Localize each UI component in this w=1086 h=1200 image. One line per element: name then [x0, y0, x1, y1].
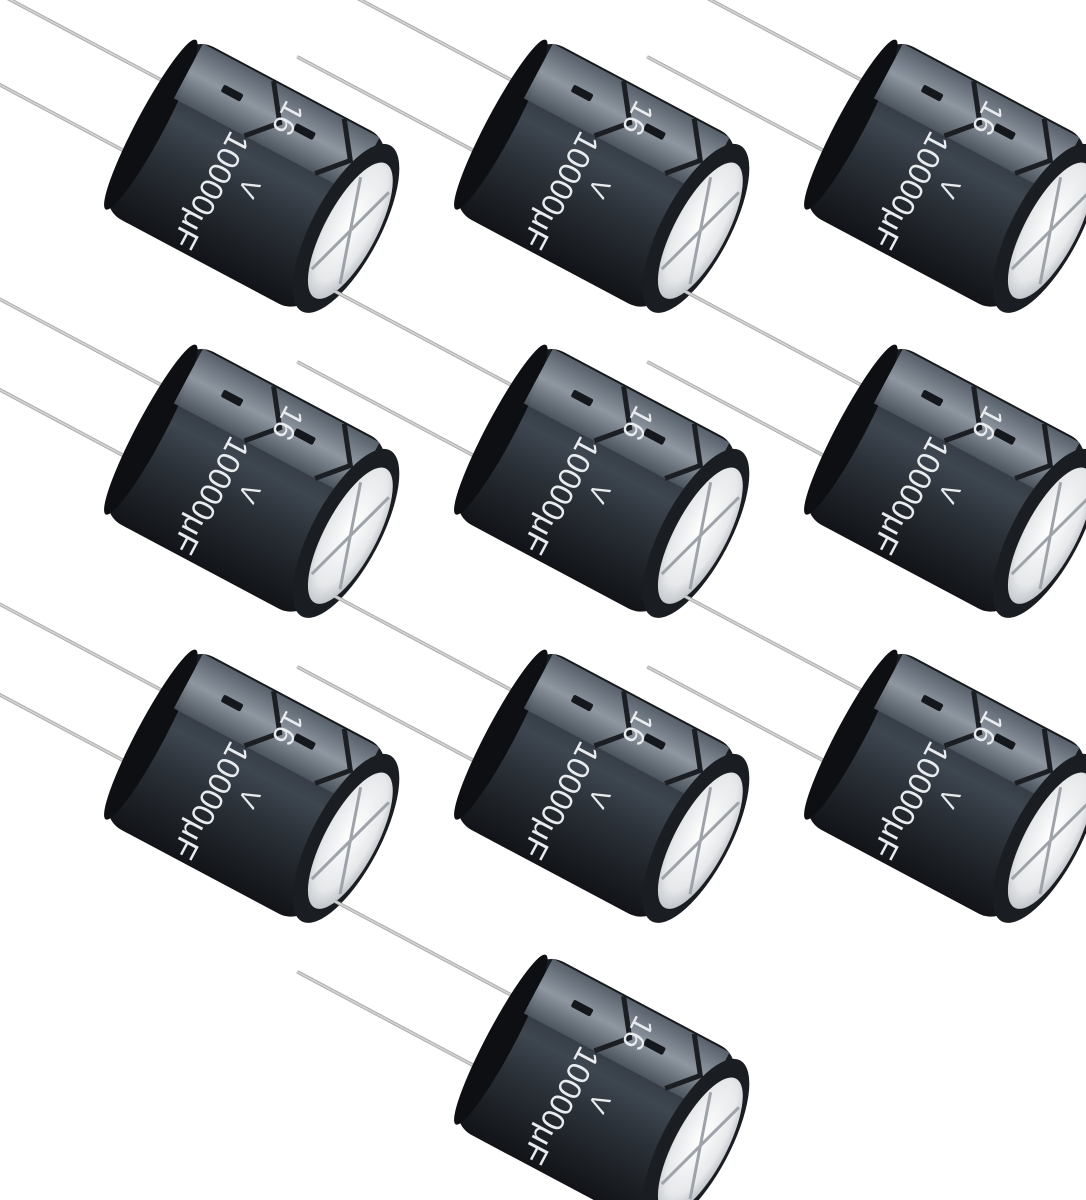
polarity-arrow-icon — [943, 690, 983, 749]
polarity-minus-icon — [993, 123, 1016, 140]
polarity-minus-icon — [571, 85, 594, 102]
bottom-seal — [454, 954, 548, 1125]
polarity-arrow-icon — [664, 728, 704, 786]
polarity-minus-icon — [571, 390, 594, 407]
polarity-minus-icon — [221, 695, 244, 712]
lead-wire — [334, 289, 529, 396]
lead-wire — [684, 0, 879, 91]
lead-wire — [296, 55, 492, 161]
polarity-arrow-icon — [593, 995, 633, 1054]
bottom-seal — [104, 39, 198, 210]
polarity-arrow-icon — [243, 385, 283, 444]
capacitor-1: 16 V 10000μF — [0, 0, 400, 313]
lead-wire — [334, 594, 529, 701]
polarity-arrow-icon — [943, 80, 983, 139]
lead-wire — [296, 360, 492, 466]
bottom-seal — [804, 39, 898, 210]
capacitor-10: 16 V 10000μF — [296, 899, 750, 1200]
polarity-arrow-icon — [593, 690, 633, 749]
vent-cross-icon — [310, 786, 390, 895]
capacitor-4: 16 V 10000μF — [0, 289, 400, 618]
lead-wire — [0, 0, 179, 91]
lead-wire — [646, 665, 842, 771]
polarity-arrow-icon — [593, 385, 633, 444]
polarity-arrow-icon — [243, 80, 283, 139]
polarity-minus-icon — [921, 390, 944, 407]
polarity-minus-icon — [643, 428, 666, 445]
polarity-minus-icon — [921, 695, 944, 712]
vent-cross-icon — [1010, 176, 1086, 285]
lead-wire — [334, 899, 529, 1006]
capacitor-5: 16 V 10000μF — [296, 289, 750, 618]
lead-wire — [0, 360, 142, 466]
polarity-arrow-icon — [1014, 423, 1054, 481]
lead-wire — [684, 289, 879, 396]
vent-cross-icon — [660, 786, 740, 895]
bottom-seal — [454, 344, 548, 515]
vent-cross-icon — [310, 176, 390, 285]
polarity-minus-icon — [643, 123, 666, 140]
capacitor-8: 16 V 10000μF — [296, 594, 750, 923]
vent-cross-icon — [1010, 786, 1086, 895]
bottom-seal — [454, 649, 548, 820]
lead-wire — [0, 289, 179, 396]
vent-cross-icon — [660, 176, 740, 285]
vent-cross-icon — [310, 481, 390, 590]
polarity-minus-icon — [221, 85, 244, 102]
polarity-minus-icon — [993, 733, 1016, 750]
bottom-seal — [804, 649, 898, 820]
polarity-minus-icon — [293, 733, 316, 750]
lead-wire — [296, 970, 492, 1076]
vent-cross-icon — [660, 481, 740, 590]
polarity-arrow-icon — [593, 80, 633, 139]
capacitor-7: 16 V 10000μF — [0, 594, 400, 923]
vent-cross-icon — [1010, 481, 1086, 590]
polarity-minus-icon — [221, 390, 244, 407]
capacitor-6: 16 V 10000μF — [646, 289, 1086, 618]
capacitor-2: 16 V 10000μF — [296, 0, 750, 313]
lead-wire — [0, 665, 142, 771]
lead-wire — [0, 55, 142, 161]
polarity-minus-icon — [643, 733, 666, 750]
bottom-seal — [454, 39, 548, 210]
bottom-seal — [104, 649, 198, 820]
lead-wire — [0, 594, 179, 701]
bottom-seal — [804, 344, 898, 515]
polarity-arrow-icon — [314, 423, 354, 481]
polarity-arrow-icon — [314, 118, 354, 176]
lead-wire — [684, 594, 879, 701]
vent-cross-icon — [660, 1091, 740, 1200]
capacitor-9: 16 V 10000μF — [646, 594, 1086, 923]
polarity-minus-icon — [643, 1038, 666, 1055]
lead-wire — [646, 360, 842, 466]
lead-wire — [334, 0, 529, 91]
polarity-arrow-icon — [664, 1033, 704, 1091]
lead-wire — [646, 55, 842, 161]
capacitor-3: 16 V 10000μF — [646, 0, 1086, 313]
polarity-minus-icon — [571, 695, 594, 712]
polarity-arrow-icon — [243, 690, 283, 749]
polarity-minus-icon — [921, 85, 944, 102]
polarity-arrow-icon — [664, 118, 704, 176]
polarity-arrow-icon — [1014, 728, 1054, 786]
polarity-arrow-icon — [1014, 118, 1054, 176]
polarity-minus-icon — [571, 1000, 594, 1017]
polarity-minus-icon — [293, 123, 316, 140]
polarity-arrow-icon — [314, 728, 354, 786]
lead-wire — [296, 665, 492, 771]
polarity-minus-icon — [993, 428, 1016, 445]
polarity-arrow-icon — [664, 423, 704, 481]
polarity-arrow-icon — [943, 385, 983, 444]
polarity-minus-icon — [293, 428, 316, 445]
bottom-seal — [104, 344, 198, 515]
